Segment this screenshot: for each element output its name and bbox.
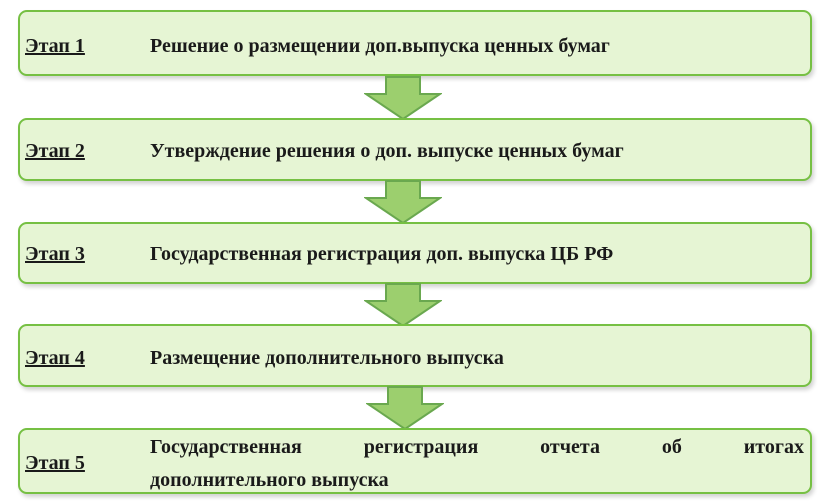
stage-2-label: Этап 2 xyxy=(25,140,85,162)
down-arrow-icon xyxy=(364,283,442,327)
stage-5-text-line-1: Государственная регистрация отчета об ит… xyxy=(150,431,804,464)
stage-5-word: Государственная xyxy=(150,436,302,458)
stage-5-text: Государственная регистрация отчета об ит… xyxy=(150,431,804,497)
stage-2-box: Этап 2 Утверждение решения о доп. выпуск… xyxy=(18,118,812,181)
stage-4-text: Размещение дополнительного выпуска xyxy=(150,347,504,369)
stage-5-word: отчета xyxy=(540,436,600,458)
stage-5-label: Этап 5 xyxy=(25,452,85,474)
stage-1-text: Решение о размещении доп.выпуска ценных … xyxy=(150,35,610,57)
stage-4-box: Этап 4 Размещение дополнительного выпуск… xyxy=(18,324,812,387)
down-arrow-icon xyxy=(364,76,442,120)
stage-5-word: регистрация xyxy=(363,436,479,458)
stage-2-text: Утверждение решения о доп. выпуске ценны… xyxy=(150,140,624,162)
stage-1-box: Этап 1 Решение о размещении доп.выпуска … xyxy=(18,10,812,76)
stage-5-word: об xyxy=(661,436,682,458)
stage-3-box: Этап 3 Государственная регистрация доп. … xyxy=(18,222,812,284)
down-arrow-icon xyxy=(364,180,442,224)
stage-4-label: Этап 4 xyxy=(25,347,85,369)
stage-3-label: Этап 3 xyxy=(25,243,85,265)
stage-3-text: Государственная регистрация доп. выпуска… xyxy=(150,243,614,265)
stage-1-label: Этап 1 xyxy=(25,35,85,57)
down-arrow-icon xyxy=(366,386,444,430)
stage-5-text-line-2: дополнительного выпуска xyxy=(150,469,389,491)
stage-5-box: Этап 5 Государственная регистрация отчет… xyxy=(18,428,812,494)
stage-5-word: итогах xyxy=(743,436,804,458)
